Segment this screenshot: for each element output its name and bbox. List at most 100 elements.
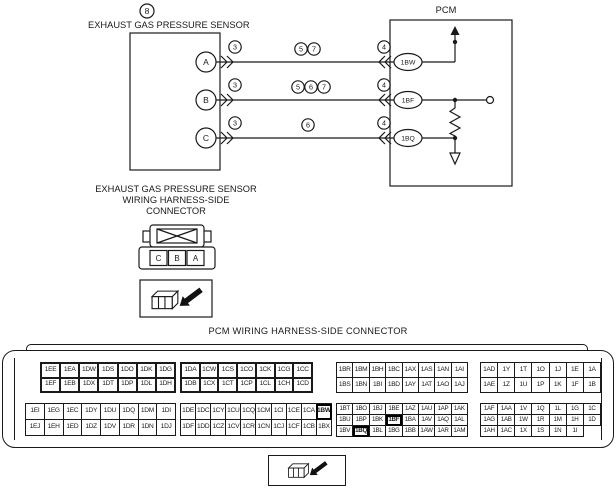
- terminal-1s: 1S: [531, 425, 550, 437]
- terminal-1br: 1BR: [335, 362, 354, 378]
- terminal-1k: 1K: [548, 377, 567, 393]
- terminal-1cv: 1CV: [225, 419, 242, 436]
- svg-text:3: 3: [233, 119, 237, 128]
- terminal-1bo: 1BO: [352, 403, 370, 415]
- terminal-1q: 1Q: [531, 403, 550, 415]
- pcm-terminal-1bf: 1BF: [393, 90, 423, 110]
- terminal-1cb: 1CB: [300, 419, 317, 436]
- terminal-1cm: 1CM: [255, 403, 272, 420]
- pcm-internal-circuit: [422, 26, 495, 166]
- terminal-1y: 1Y: [497, 362, 516, 378]
- svg-text:3: 3: [233, 81, 237, 90]
- terminal-1co: 1CO: [236, 362, 257, 379]
- terminal-1g: 1G: [565, 403, 584, 415]
- svg-text:7: 7: [322, 83, 326, 92]
- terminal-1bf: 1BF: [385, 414, 403, 426]
- svg-text:1BW: 1BW: [401, 60, 416, 67]
- terminal-1dw: 1DW: [78, 362, 100, 379]
- terminal-1ak: 1AK: [450, 403, 469, 415]
- terminal-1am: 1AM: [450, 425, 469, 437]
- terminal-1bx: 1BX: [315, 419, 333, 436]
- terminal-1aq: 1AQ: [434, 414, 452, 426]
- terminal-1dq: 1DQ: [118, 403, 139, 420]
- terminal-1ci: 1CI: [270, 403, 287, 420]
- svg-text:5: 5: [299, 45, 303, 54]
- svg-text:1BQ: 1BQ: [401, 136, 415, 143]
- terminal-1r: 1R: [531, 414, 550, 426]
- terminal-1dr: 1DR: [118, 419, 139, 436]
- wiring-schematic-canvas: 8 EXHAUST GAS PRESSURE SENSOR A B C: [88, 3, 513, 318]
- terminal-1de: 1DE: [179, 403, 197, 420]
- terminal-1dh: 1DH: [154, 376, 177, 393]
- svg-text:3: 3: [233, 43, 237, 52]
- connector-latch-icon: [156, 228, 198, 244]
- terminal-1cy: 1CY: [210, 403, 227, 420]
- terminal-1an: 1AN: [434, 362, 452, 378]
- terminal-1dn: 1DN: [137, 419, 158, 436]
- connector-pin-b: B: [174, 254, 179, 263]
- terminal-1cc: 1CC: [292, 362, 313, 379]
- supply-arrow-icon: [450, 26, 460, 35]
- terminal-1cf: 1CF: [285, 419, 302, 436]
- terminal-1at: 1AT: [417, 377, 436, 393]
- sensor-connector-title-line2: WIRING HARNESS-SIDE: [123, 195, 230, 205]
- output-terminal-icon: [485, 95, 495, 105]
- terminal-1cp: 1CP: [236, 376, 257, 393]
- circuit-number: 8: [145, 6, 150, 16]
- ground-arrow-icon: [449, 152, 461, 166]
- circuit-number-badge: 8: [139, 3, 155, 19]
- terminal-1v: 1V: [514, 403, 533, 415]
- terminal-1ar: 1AR: [434, 425, 452, 437]
- terminal-1ef: 1EF: [39, 376, 62, 393]
- sensor-pin-a: A: [195, 51, 217, 73]
- terminal-1ej: 1EJ: [25, 419, 45, 436]
- terminal-1be: 1BE: [385, 403, 403, 415]
- terminal-1ct: 1CT: [217, 376, 239, 393]
- terminal-1ck: 1CK: [254, 362, 276, 379]
- terminal-1aw: 1AW: [417, 425, 436, 437]
- sensor-pin-c: C: [195, 127, 217, 149]
- terminal-1f: 1F: [565, 377, 584, 393]
- svg-text:B: B: [203, 95, 209, 105]
- terminal-1dm: 1DM: [137, 403, 158, 420]
- terminal-1e: 1E: [565, 362, 584, 378]
- terminal-1bl: 1BL: [368, 425, 387, 437]
- pcm-connector-view-icon-box: [268, 455, 346, 486]
- terminal-1dk: 1DK: [135, 362, 157, 379]
- terminal-1dl: 1DL: [135, 376, 157, 393]
- terminal-1h: 1H: [565, 414, 584, 426]
- terminal-1bi: 1BI: [368, 377, 387, 393]
- terminal-1bw: 1BW: [315, 403, 333, 420]
- terminal-1ab: 1AB: [497, 414, 516, 426]
- svg-text:4: 4: [382, 81, 386, 90]
- terminal-1a: 1A: [582, 362, 602, 378]
- svg-text:A: A: [203, 57, 209, 67]
- terminal-1du: 1DU: [100, 403, 120, 420]
- pcm-label: PCM: [436, 5, 457, 15]
- terminal-1bb: 1BB: [401, 425, 419, 437]
- terminal-1p: 1P: [531, 377, 550, 393]
- terminal-1dy: 1DY: [81, 403, 101, 420]
- svg-text:5: 5: [296, 83, 300, 92]
- svg-text:4: 4: [382, 119, 386, 128]
- sensor-label: EXHAUST GAS PRESSURE SENSOR: [88, 20, 250, 30]
- terminal-1bj: 1BJ: [368, 403, 387, 415]
- terminal-1di: 1DI: [156, 403, 176, 420]
- terminal-1cj: 1CJ: [270, 419, 287, 436]
- terminal-1cg: 1CG: [273, 362, 295, 379]
- terminal-1n: 1N: [548, 425, 567, 437]
- terminal-1ds: 1DS: [97, 362, 119, 379]
- pcm-terminal-1bw: 1BW: [393, 52, 423, 72]
- terminal-1ad: 1AD: [479, 362, 499, 378]
- terminal-1z: 1Z: [497, 377, 516, 393]
- terminal-1cs: 1CS: [217, 362, 239, 379]
- sensor-pin-b: B: [195, 89, 217, 111]
- terminal-1bd: 1BD: [385, 377, 403, 393]
- terminal-1j: 1J: [548, 362, 567, 378]
- terminal-1cw: 1CW: [198, 362, 220, 379]
- terminal-1bv: 1BV: [335, 425, 354, 437]
- terminal-1eh: 1EH: [43, 419, 64, 436]
- terminal-1ec: 1EC: [62, 403, 83, 420]
